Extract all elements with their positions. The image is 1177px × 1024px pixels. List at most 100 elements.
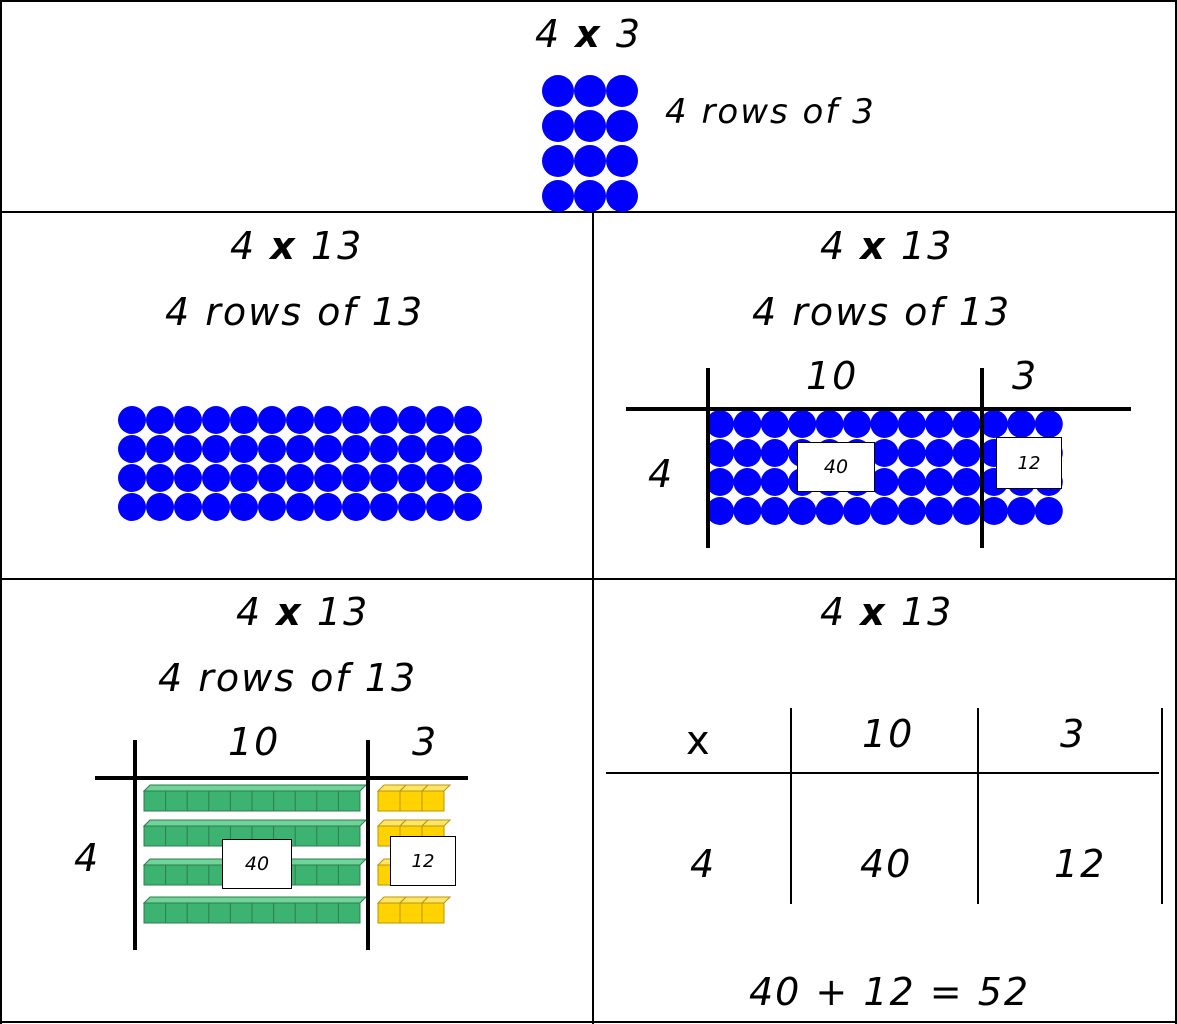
dot	[314, 406, 342, 434]
mid-right-col-ones-label: 3	[1012, 354, 1038, 398]
grid-col-ones: 3	[1060, 712, 1086, 756]
ten-rod	[144, 785, 366, 811]
mid-right-expression: 4 x 13	[820, 224, 953, 268]
dot	[761, 410, 789, 438]
mid-left-expression: 4 x 13	[230, 224, 363, 268]
mid-right-split-axis	[980, 368, 984, 548]
dot	[706, 497, 734, 525]
dot	[174, 493, 202, 521]
dot	[788, 497, 816, 525]
dot	[146, 406, 174, 434]
dot	[258, 435, 286, 463]
dot	[574, 75, 606, 107]
bot-left-factor-b: 13	[317, 590, 369, 634]
dot	[606, 75, 638, 107]
top-times-sign: x	[575, 12, 602, 56]
mid-left-dot-array	[118, 406, 488, 526]
sum-equation: 40 + 12 = 52	[749, 970, 1030, 1014]
dot	[118, 464, 146, 492]
dot	[953, 468, 981, 496]
mid-right-horizontal-axis	[626, 407, 1131, 411]
dot	[118, 406, 146, 434]
dot	[426, 464, 454, 492]
bot-right-times-sign: x	[860, 590, 887, 634]
dot	[574, 110, 606, 142]
dot	[370, 493, 398, 521]
mid-right-row-label: 4	[648, 452, 674, 496]
dot	[925, 497, 953, 525]
dot	[174, 435, 202, 463]
bot-left-horizontal-axis	[95, 776, 468, 780]
mid-left-factor-a: 4	[230, 224, 256, 268]
bot-left-cell: 4 x 13 4 rows of 13 10 3 4 40 12	[0, 580, 593, 1024]
dot	[398, 493, 426, 521]
grid-col-tens: 10	[862, 712, 914, 756]
bot-left-ones-product-box: 12	[390, 836, 456, 886]
bot-left-left-axis	[133, 740, 137, 950]
dot	[542, 110, 574, 142]
dot	[542, 75, 574, 107]
dot	[761, 497, 789, 525]
dot	[398, 406, 426, 434]
dot	[606, 110, 638, 142]
bot-left-col-tens-label: 10	[228, 720, 280, 764]
dot	[733, 439, 761, 467]
dot	[816, 497, 844, 525]
dot	[761, 468, 789, 496]
dot	[898, 439, 926, 467]
dot	[398, 435, 426, 463]
top-dot-array	[542, 75, 652, 215]
bot-left-tens-product-box: 40	[222, 839, 292, 889]
dot	[286, 435, 314, 463]
dot	[843, 410, 871, 438]
bot-left-times-sign: x	[276, 590, 303, 634]
mid-left-cell: 4 x 13 4 rows of 13	[0, 212, 593, 579]
dot	[761, 439, 789, 467]
dot	[342, 435, 370, 463]
dot	[314, 435, 342, 463]
dot	[953, 410, 981, 438]
dot	[230, 464, 258, 492]
dot	[370, 464, 398, 492]
dot	[118, 435, 146, 463]
dot	[953, 497, 981, 525]
dot	[574, 180, 606, 212]
dot	[980, 410, 1008, 438]
bot-left-factor-a: 4	[236, 590, 262, 634]
dot	[898, 410, 926, 438]
dot	[733, 410, 761, 438]
dot	[202, 493, 230, 521]
dot	[953, 439, 981, 467]
dot	[542, 145, 574, 177]
dot	[788, 410, 816, 438]
dot	[606, 145, 638, 177]
dot	[146, 464, 174, 492]
dot	[1035, 410, 1063, 438]
dot	[733, 468, 761, 496]
dot	[202, 435, 230, 463]
dot	[118, 493, 146, 521]
dot	[898, 468, 926, 496]
dot	[230, 435, 258, 463]
dot	[426, 406, 454, 434]
dot	[342, 493, 370, 521]
top-caption: 4 rows of 3	[665, 92, 876, 132]
dot	[174, 464, 202, 492]
dot	[370, 435, 398, 463]
dot	[454, 435, 482, 463]
dot	[843, 497, 871, 525]
mid-right-tens-product-box: 40	[797, 442, 875, 492]
dot	[258, 464, 286, 492]
dot	[202, 406, 230, 434]
dot	[286, 464, 314, 492]
unit-cube	[422, 785, 450, 811]
dot	[606, 180, 638, 212]
bot-left-split-axis	[366, 740, 370, 950]
unit-cube	[422, 897, 450, 923]
dot	[230, 493, 258, 521]
bot-left-row-label: 4	[74, 836, 100, 880]
top-cell: 4 x 3 4 rows of 3	[0, 0, 1177, 212]
bot-left-col-ones-label: 3	[412, 720, 438, 764]
dot	[1035, 497, 1063, 525]
dot	[146, 493, 174, 521]
